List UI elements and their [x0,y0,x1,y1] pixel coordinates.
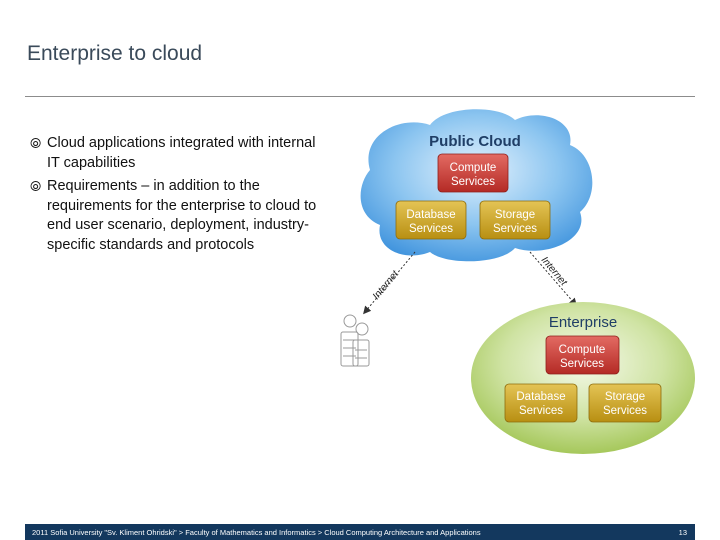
bullet-text: Cloud applications integrated with inter… [47,135,316,171]
internet-label: Internet [539,255,570,289]
public-storage-services: Storage Services [479,200,551,240]
svg-text:Services: Services [409,223,453,235]
bullet-item: ⦾ Requirements – in addition to the requ… [30,177,330,255]
svg-text:Services: Services [560,358,604,370]
svg-text:Services: Services [519,405,563,417]
slide-title: Enterprise to cloud [27,42,203,65]
enterprise-database-services: Database Services [504,383,578,423]
page-number: 13 [678,528,687,537]
bullet-list: ⦾ Cloud applications integrated with int… [30,134,330,259]
enterprise-cloud: Enterprise Compute Services Database Ser… [471,302,695,454]
svg-text:Services: Services [493,223,537,235]
svg-text:Services: Services [451,176,495,188]
svg-text:Compute: Compute [450,162,497,174]
footer-text: 2011 Sofia University "Sv. Kliment Ohrid… [32,528,481,537]
internet-link-user: Internet [363,251,416,315]
bullet-item: ⦾ Cloud applications integrated with int… [30,134,330,173]
circled-bullet-icon: ⦾ [30,135,42,151]
svg-text:Storage: Storage [495,209,535,221]
public-compute-services: Compute Services [437,153,509,193]
svg-text:Database: Database [516,391,565,403]
svg-text:Compute: Compute [559,344,606,356]
svg-text:Storage: Storage [605,391,645,403]
enterprise-compute-services: Compute Services [545,335,620,375]
public-cloud-label: Public Cloud [429,133,521,150]
cloud-diagram: Public Cloud Compute Services Database S… [340,109,695,454]
public-cloud: Public Cloud Compute Services Database S… [360,109,593,262]
enterprise-storage-services: Storage Services [588,383,662,423]
users-icon [340,314,370,367]
title-divider [25,96,695,97]
internet-label: Internet [371,268,402,302]
svg-text:Services: Services [603,405,647,417]
circled-bullet-icon: ⦾ [30,178,42,194]
enterprise-label: Enterprise [549,314,617,331]
internet-link-enterprise: Internet [529,251,577,307]
svg-text:Database: Database [406,209,455,221]
footer-bar: 2011 Sofia University "Sv. Kliment Ohrid… [25,524,695,540]
bullet-text: Requirements – in addition to the requir… [47,178,317,253]
public-database-services: Database Services [395,200,467,240]
